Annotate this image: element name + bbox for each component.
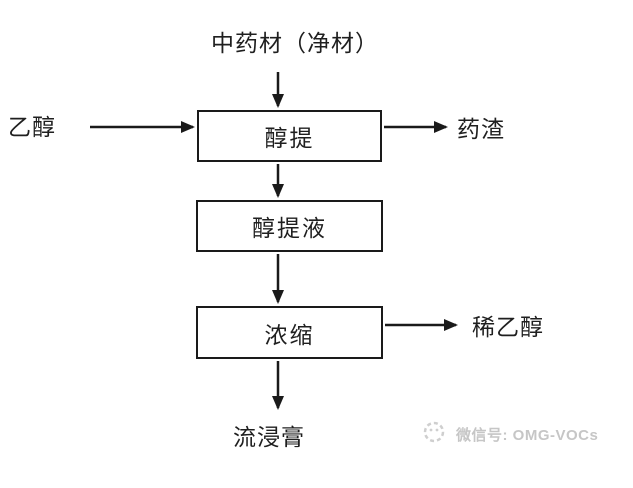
extract-liquid-node: 醇提液 <box>196 200 383 252</box>
ethanol-input-label: 乙醇 <box>8 114 56 140</box>
extract-liquid-node-label: 醇提液 <box>252 215 327 241</box>
residue-output-label: 药渣 <box>457 116 505 142</box>
wechat-icon <box>420 420 450 449</box>
dilute-ethanol-output-label: 稀乙醇 <box>472 314 544 340</box>
watermark: 微信号: OMG-VOCs <box>420 420 598 449</box>
concentration-node: 浓缩 <box>196 306 383 359</box>
source-material-label: 中药材（净材） <box>211 30 379 56</box>
extraction-node: 醇提 <box>197 110 382 162</box>
fluid-extract-output-label: 流浸膏 <box>233 424 305 450</box>
concentration-node-label: 浓缩 <box>264 321 315 348</box>
watermark-text: 微信号: OMG-VOCs <box>456 427 599 444</box>
extraction-node-label: 醇提 <box>264 125 315 151</box>
